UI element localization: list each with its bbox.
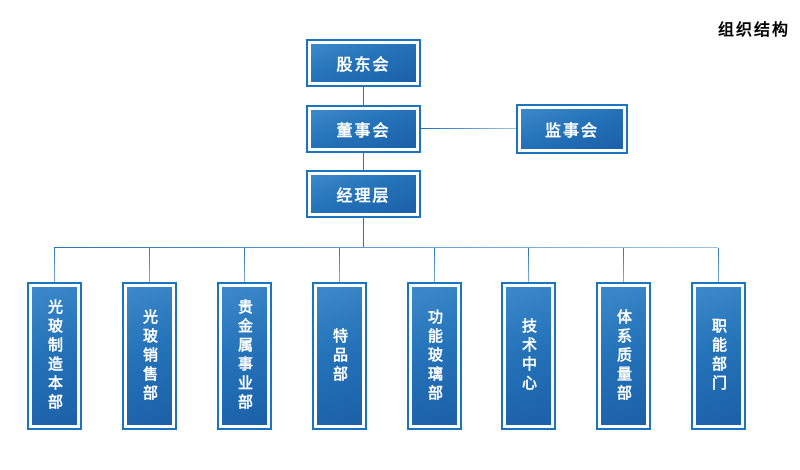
connector-bus-line bbox=[54, 247, 718, 248]
dept-label: 职能部门 bbox=[710, 318, 727, 394]
connector-drop-2 bbox=[149, 248, 150, 282]
dept-label: 功能玻璃部 bbox=[426, 308, 443, 404]
dept-label: 光玻销售部 bbox=[141, 308, 158, 404]
connector-drop-1 bbox=[54, 248, 55, 282]
node-fill: 贵金属事业部 bbox=[222, 287, 267, 425]
dept-label: 光玻制造本部 bbox=[46, 299, 63, 413]
node-fill: 董事会 bbox=[311, 110, 416, 148]
dept-box-precious-metals-division: 贵金属事业部 bbox=[217, 282, 272, 430]
connector-management-bus bbox=[363, 218, 364, 247]
node-label: 经理层 bbox=[336, 188, 391, 205]
node-fill: 职能部门 bbox=[696, 287, 741, 425]
node-supervisory-board: 监事会 bbox=[516, 104, 628, 154]
page-title: 组织结构 bbox=[717, 22, 790, 39]
node-fill: 特品部 bbox=[317, 287, 362, 425]
dept-label: 贵金属事业部 bbox=[236, 299, 253, 413]
connector-drop-6 bbox=[528, 248, 529, 282]
connector-drop-7 bbox=[623, 248, 624, 282]
dept-box-special-products: 特品部 bbox=[312, 282, 367, 430]
node-fill: 光玻销售部 bbox=[127, 287, 172, 425]
dept-box-optical-glass-manufacturing: 光玻制造本部 bbox=[27, 282, 82, 430]
dept-label: 特品部 bbox=[331, 327, 348, 385]
dept-box-system-quality: 体系质量部 bbox=[596, 282, 651, 430]
node-fill: 监事会 bbox=[521, 109, 623, 149]
node-fill: 技术中心 bbox=[506, 287, 551, 425]
node-board-of-directors: 董事会 bbox=[306, 105, 421, 153]
node-fill: 股东会 bbox=[311, 44, 416, 82]
connector-drop-8 bbox=[718, 248, 719, 282]
node-fill: 经理层 bbox=[311, 175, 416, 213]
node-fill: 光玻制造本部 bbox=[32, 287, 77, 425]
node-fill: 功能玻璃部 bbox=[412, 287, 457, 425]
connector-drop-4 bbox=[339, 248, 340, 282]
connector-shareholders-board bbox=[363, 87, 364, 105]
dept-box-optical-glass-sales: 光玻销售部 bbox=[122, 282, 177, 430]
connector-board-supervisory bbox=[421, 128, 516, 129]
connector-board-management bbox=[363, 153, 364, 170]
connector-drop-5 bbox=[434, 248, 435, 282]
node-label: 董事会 bbox=[336, 123, 391, 140]
dept-label: 技术中心 bbox=[520, 318, 537, 394]
node-management-layer: 经理层 bbox=[306, 170, 421, 218]
node-fill: 体系质量部 bbox=[601, 287, 646, 425]
connector-drop-3 bbox=[244, 248, 245, 282]
dept-box-functional-glass: 功能玻璃部 bbox=[407, 282, 462, 430]
node-label: 股东会 bbox=[336, 57, 391, 74]
dept-box-functional-departments: 职能部门 bbox=[691, 282, 746, 430]
node-label: 监事会 bbox=[544, 123, 599, 140]
node-shareholders-meeting: 股东会 bbox=[306, 39, 421, 87]
dept-box-technology-center: 技术中心 bbox=[501, 282, 556, 430]
dept-label: 体系质量部 bbox=[615, 308, 632, 404]
